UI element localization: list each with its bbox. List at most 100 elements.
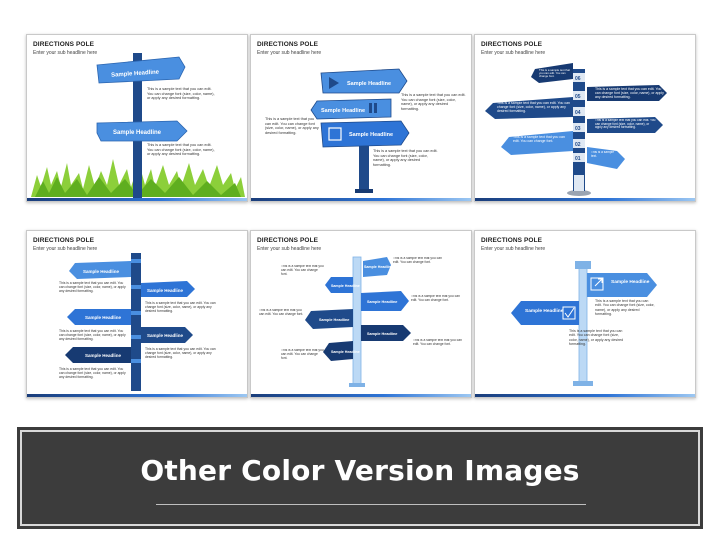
signpost-illustration: Sample Headline Sample Headline Sample H… [265, 68, 466, 193]
description-text-3: This is a sample text that you can edit.… [411, 295, 460, 302]
description-text-1: This is a sample text that you can edit.… [147, 87, 215, 101]
signpost-illustration: Sample Headline Sample Headline Sample H… [259, 256, 462, 387]
slide-title: DIRECTIONS POLE [257, 41, 319, 48]
sign-label-3: Sample Headline [367, 300, 397, 304]
sign-board-1 [320, 68, 408, 94]
sign-board-1 [69, 261, 131, 279]
pole [131, 253, 141, 391]
sign-label-1: Sample Headline [611, 279, 650, 285]
number-label-3: 03 [575, 126, 581, 132]
sign-label-1: Sample Headline [364, 265, 393, 269]
number-label-6: 06 [575, 76, 581, 82]
pole [359, 135, 369, 191]
signpost-illustration: Sample Headline Sample Headline This is … [511, 261, 657, 386]
slide-accent-bar [27, 394, 247, 397]
pole [578, 266, 588, 386]
number-label-2: 02 [575, 142, 581, 148]
description-text-4: This is a sample text that you can edit.… [259, 309, 304, 316]
sign-label-2: Sample Headline [113, 130, 162, 136]
slide-accent-bar [475, 394, 695, 397]
slide-title: DIRECTIONS POLE [481, 237, 543, 244]
stop-icon [328, 127, 342, 141]
slide-subtitle: Enter your sub headline here [33, 50, 98, 56]
description-text-3: This is a sample text that you can edit.… [595, 119, 656, 130]
slide-subtitle: Enter your sub headline here [33, 246, 98, 252]
thumbnail-slide-3[interactable]: DIRECTIONS POLE Enter your sub headline … [474, 34, 696, 202]
description-text-1: This is a sample text that you can edit.… [281, 265, 324, 276]
description-text-6: This is a sample text. [591, 151, 615, 158]
thumbnail-slide-5[interactable]: DIRECTIONS POLE Enter your sub headline … [250, 230, 472, 398]
banner-divider [156, 504, 586, 505]
number-label-1: 01 [575, 156, 581, 162]
slide-subtitle: Enter your sub headline here [257, 50, 322, 56]
banner-title: Other Color Version Images [140, 454, 580, 487]
description-text-5: This is a sample text that you can edit.… [539, 69, 570, 79]
slide-accent-bar [475, 198, 695, 201]
number-label-4: 04 [575, 110, 581, 116]
sign-label-1: Sample Headline [83, 269, 120, 274]
slide-title: DIRECTIONS POLE [481, 41, 543, 48]
sign-board-3 [361, 291, 409, 311]
sign-label-3: Sample Headline [85, 315, 122, 320]
slide-subtitle: Enter your sub headline here [481, 50, 546, 56]
sign-label-2: Sample Headline [147, 288, 184, 293]
description-text-4: This is a sample text that you can edit.… [145, 347, 216, 360]
pause-icon [369, 103, 372, 113]
sign-label-5: Sample Headline [85, 353, 122, 358]
sign-board-1 [96, 56, 186, 84]
sign-label-2: Sample Headline [331, 284, 360, 288]
sign-label-3: Sample Headline [349, 132, 393, 138]
sign-label-1: Sample Headline [347, 81, 391, 87]
description-text-2: This is a sample text that you can edit.… [147, 143, 215, 157]
color-versions-banner: Other Color Version Images [20, 430, 700, 526]
sign-label-5: Sample Headline [367, 332, 397, 336]
slide-title: DIRECTIONS POLE [33, 237, 95, 244]
slide-accent-bar [27, 198, 247, 201]
slide-accent-bar [251, 198, 471, 201]
description-text-1: This is a sample text that you can edit.… [595, 299, 655, 316]
checkbox-icon [562, 306, 576, 320]
sign-board-5 [587, 85, 667, 101]
description-text-3: This is a sample text that you can edit.… [373, 149, 438, 168]
sign-board-2 [96, 120, 188, 142]
thumbnail-slide-6[interactable]: DIRECTIONS POLE Enter your sub headline … [474, 230, 696, 398]
sign-board-2 [501, 131, 573, 155]
description-text-2: This is a sample text that you can edit.… [145, 301, 216, 314]
play-icon [329, 77, 339, 89]
sign-label-2: Sample Headline [525, 308, 564, 314]
signpost-illustration: Sample Headline Sample Headline Sample H… [59, 253, 216, 391]
slide-accent-bar [251, 394, 471, 397]
thumbnail-slide-4[interactable]: DIRECTIONS POLE Enter your sub headline … [26, 230, 248, 398]
sign-board-4 [141, 327, 193, 343]
description-text-1: This is a sample text that you can edit.… [401, 93, 466, 112]
pole [352, 256, 362, 386]
slide-title: DIRECTIONS POLE [33, 41, 95, 48]
sign-board-3 [587, 117, 663, 133]
sign-board-4 [305, 309, 353, 329]
sign-label-6: Sample Headline [331, 350, 360, 354]
sign-board-1 [587, 147, 625, 169]
sign-board-1 [587, 273, 657, 297]
description-text-2: This is a sample text that you can edit.… [265, 117, 319, 136]
sign-board-2 [325, 277, 353, 293]
sign-label-4: Sample Headline [319, 318, 349, 322]
sign-board-4 [485, 97, 573, 119]
sign-label-1: Sample Headline [111, 69, 160, 78]
slide-title: DIRECTIONS POLE [257, 237, 319, 244]
sign-board-2 [141, 281, 195, 297]
signpost-illustration: Sample Headline Sample Headline This is … [31, 53, 245, 199]
description-text-5: This is a sample text that you can edit.… [413, 339, 462, 346]
thumbnail-slide-1[interactable]: DIRECTIONS POLE Enter your sub headline … [26, 34, 248, 202]
slide-subtitle: Enter your sub headline here [481, 246, 546, 252]
sign-board-3 [67, 309, 131, 325]
sign-label-2: Sample Headline [321, 108, 365, 114]
sign-board-1 [363, 257, 391, 277]
number-label-5: 05 [575, 94, 581, 100]
description-text-2: This is a sample text that you can edit.… [569, 329, 624, 346]
sign-board-6 [323, 341, 353, 361]
sign-board-6 [531, 63, 573, 83]
slide-subtitle: Enter your sub headline here [257, 246, 322, 252]
thumbnail-slide-2[interactable]: DIRECTIONS POLE Enter your sub headline … [250, 34, 472, 202]
sign-board-3 [320, 120, 410, 148]
sign-label-4: Sample Headline [147, 333, 184, 338]
